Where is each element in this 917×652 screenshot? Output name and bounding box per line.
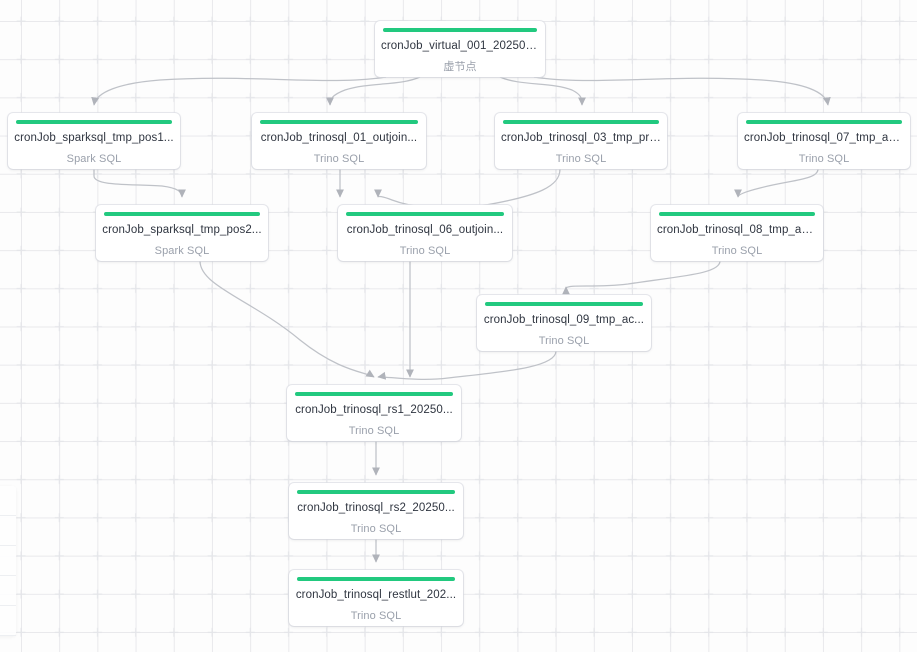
node-status-bar bbox=[383, 28, 537, 32]
dag-node-trinosql-08-tmp-ac[interactable]: cronJob_trinosql_08_tmp_ac... Trino SQL bbox=[651, 205, 823, 261]
edge-pos2-to-rs1 bbox=[199, 260, 375, 378]
node-subtitle: Trino SQL bbox=[313, 153, 365, 165]
edge-trino03-to-trino06 bbox=[374, 168, 561, 210]
edge-virtual001-to-trino03 bbox=[499, 76, 586, 106]
artifact-row bbox=[0, 546, 16, 576]
node-status-bar bbox=[260, 120, 418, 124]
node-title: cronJob_trinosql_08_tmp_ac... bbox=[657, 224, 818, 236]
dag-node-trinosql-rs1[interactable]: cronJob_trinosql_rs1_20250... Trino SQL bbox=[287, 385, 461, 441]
node-title: cronJob_trinosql_07_tmp_ac... bbox=[744, 132, 905, 144]
dag-node-trinosql-restlut[interactable]: cronJob_trinosql_restlut_202... Trino SQ… bbox=[289, 570, 463, 626]
dag-node-trinosql-01-outjoin[interactable]: cronJob_trinosql_01_outjoin... Trino SQL bbox=[252, 113, 426, 169]
dag-node-trinosql-09-tmp-ac[interactable]: cronJob_trinosql_09_tmp_ac... Trino SQL bbox=[477, 295, 651, 351]
node-status-bar bbox=[659, 212, 815, 216]
edge-trino08-to-trino09 bbox=[562, 260, 721, 295]
artifact-row bbox=[0, 576, 16, 606]
node-title: cronJob_trinosql_03_tmp_pri... bbox=[501, 132, 662, 144]
artifact-row bbox=[0, 606, 16, 636]
node-status-bar bbox=[503, 120, 659, 124]
node-title: cronJob_sparksql_tmp_pos2... bbox=[102, 224, 262, 236]
node-subtitle: Spark SQL bbox=[154, 245, 210, 257]
dag-node-sparksql-tmp-pos2[interactable]: cronJob_sparksql_tmp_pos2... Spark SQL bbox=[96, 205, 268, 261]
node-title: cronJob_virtual_001_202504... bbox=[381, 40, 542, 52]
dag-node-trinosql-rs2[interactable]: cronJob_trinosql_rs2_20250... Trino SQL bbox=[289, 483, 463, 539]
node-subtitle: Spark SQL bbox=[66, 153, 122, 165]
node-status-bar bbox=[297, 577, 455, 581]
edge-virtual001-to-trino01 bbox=[326, 76, 421, 106]
node-subtitle: Trino SQL bbox=[399, 245, 451, 257]
dag-node-trinosql-07-tmp-ac[interactable]: cronJob_trinosql_07_tmp_ac... Trino SQL bbox=[738, 113, 910, 169]
node-title: cronJob_sparksql_tmp_pos1... bbox=[14, 132, 174, 144]
node-title: cronJob_trinosql_restlut_202... bbox=[295, 589, 457, 601]
node-status-bar bbox=[485, 302, 643, 306]
dag-node-trinosql-06-outjoin[interactable]: cronJob_trinosql_06_outjoin... Trino SQL bbox=[338, 205, 512, 261]
dag-node-trinosql-03-tmp-pri[interactable]: cronJob_trinosql_03_tmp_pri... Trino SQL bbox=[495, 113, 667, 169]
node-title: cronJob_trinosql_06_outjoin... bbox=[346, 224, 504, 236]
node-status-bar bbox=[104, 212, 260, 216]
node-status-bar bbox=[346, 212, 504, 216]
node-subtitle: Trino SQL bbox=[350, 610, 402, 622]
edge-pos1-to-pos2 bbox=[93, 169, 186, 198]
node-title: cronJob_trinosql_09_tmp_ac... bbox=[483, 314, 645, 326]
left-panel-artifact bbox=[0, 486, 16, 636]
dag-node-sparksql-tmp-pos1[interactable]: cronJob_sparksql_tmp_pos1... Spark SQL bbox=[8, 113, 180, 169]
node-status-bar bbox=[16, 120, 172, 124]
artifact-row bbox=[0, 516, 16, 546]
node-subtitle: Trino SQL bbox=[538, 335, 590, 347]
node-subtitle: Trino SQL bbox=[348, 425, 400, 437]
node-title: cronJob_trinosql_01_outjoin... bbox=[260, 132, 418, 144]
node-status-bar bbox=[297, 490, 455, 494]
node-subtitle: Trino SQL bbox=[711, 245, 763, 257]
artifact-row bbox=[0, 486, 16, 516]
node-subtitle: Trino SQL bbox=[798, 153, 850, 165]
node-status-bar bbox=[746, 120, 902, 124]
node-subtitle: 虚节点 bbox=[443, 61, 477, 73]
edge-virtual001-to-trino07 bbox=[533, 76, 831, 106]
node-status-bar bbox=[295, 392, 453, 396]
dag-node-virtual-001[interactable]: cronJob_virtual_001_202504... 虚节点 bbox=[375, 21, 545, 77]
edge-trino09-to-rs1 bbox=[377, 350, 557, 380]
node-subtitle: Trino SQL bbox=[350, 523, 402, 535]
edge-trino07-to-trino08 bbox=[734, 168, 819, 198]
node-subtitle: Trino SQL bbox=[555, 153, 607, 165]
node-title: cronJob_trinosql_rs2_20250... bbox=[297, 502, 455, 514]
node-title: cronJob_trinosql_rs1_20250... bbox=[295, 404, 453, 416]
edge-virtual001-to-pos1 bbox=[91, 76, 387, 106]
